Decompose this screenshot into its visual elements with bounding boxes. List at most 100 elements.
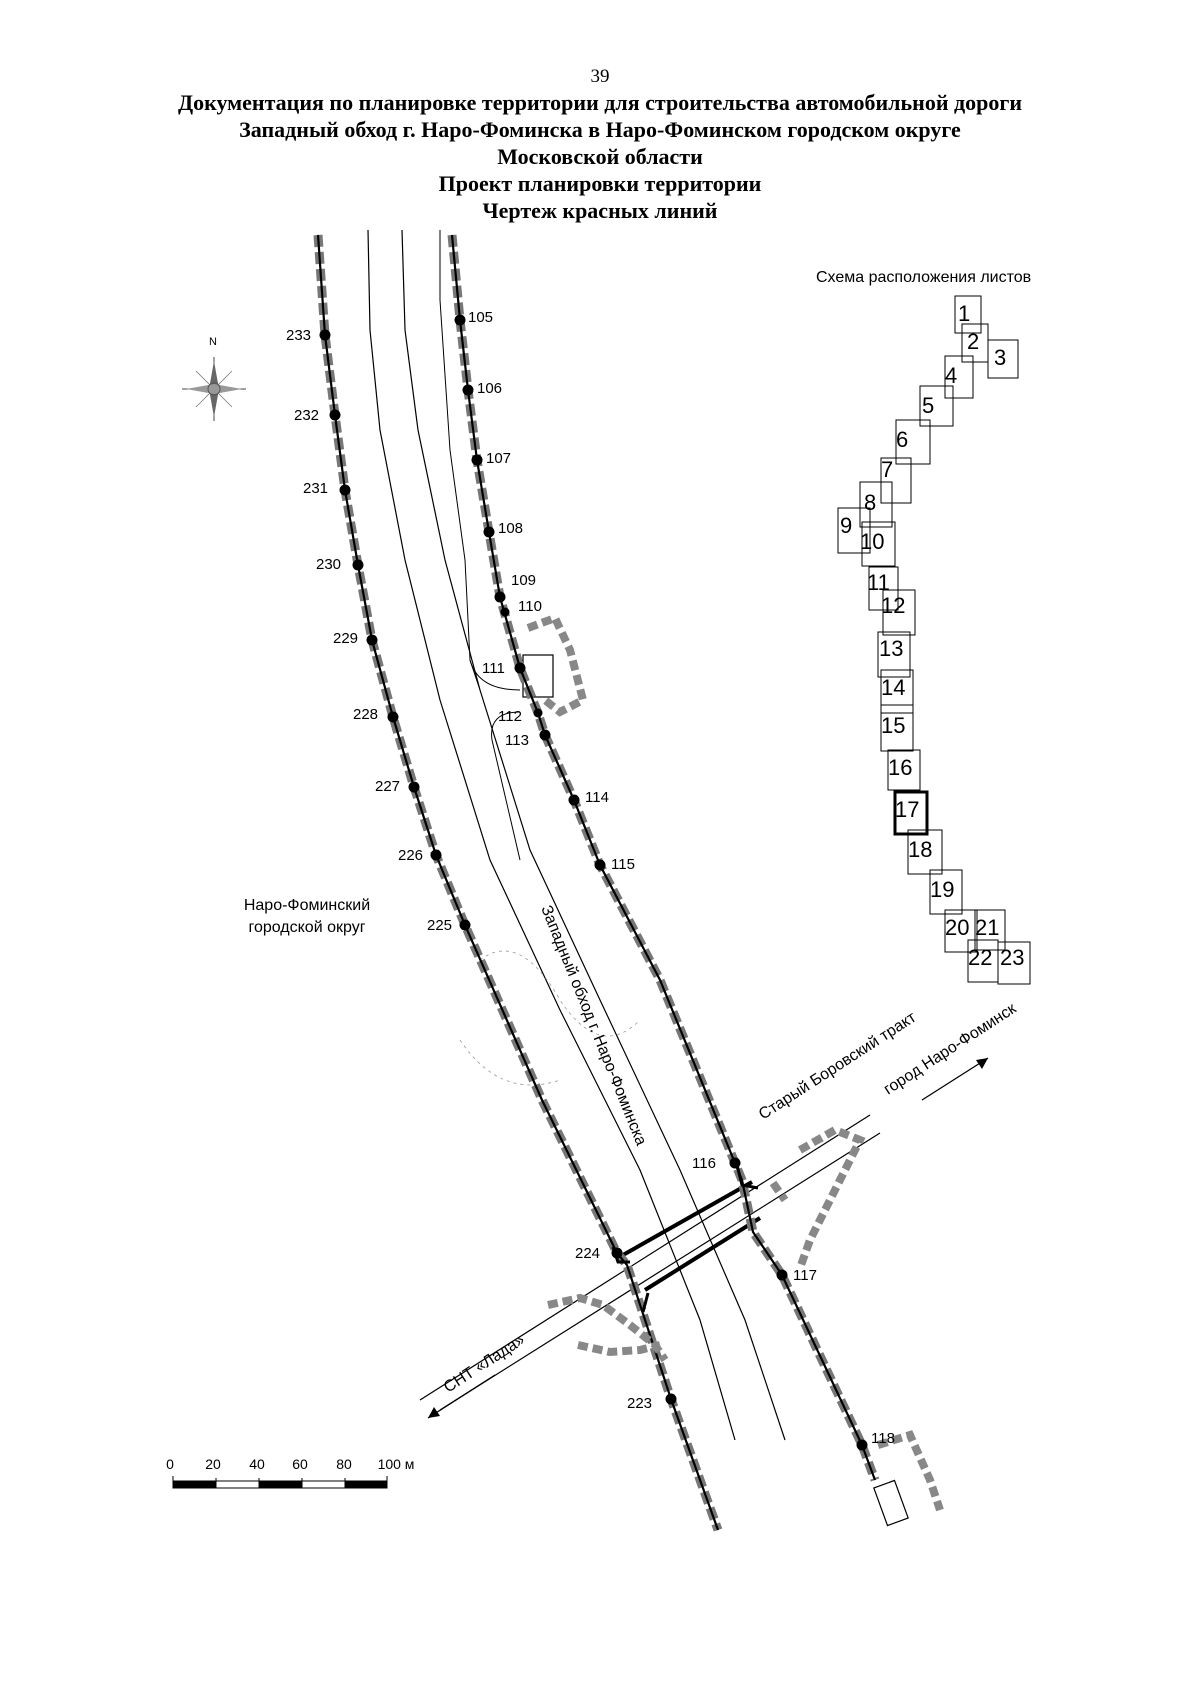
point-marker bbox=[339, 484, 351, 496]
point-label: 229 bbox=[333, 630, 358, 647]
page-number: 39 bbox=[590, 66, 610, 87]
point-marker bbox=[352, 559, 364, 571]
point-marker bbox=[856, 1439, 868, 1451]
sheet-frame bbox=[974, 909, 1006, 951]
title-line-1: Документация по планировке территории дл… bbox=[177, 90, 1023, 115]
point-label: 225 bbox=[427, 917, 452, 934]
sheet-number: 7 bbox=[881, 457, 893, 482]
point-marker bbox=[514, 662, 526, 674]
sheet-number: 10 bbox=[860, 529, 884, 554]
point-marker bbox=[387, 711, 399, 723]
point-marker bbox=[329, 409, 341, 421]
sheet-number: 1 bbox=[958, 301, 970, 326]
scale-tick-label: 80 bbox=[336, 1456, 352, 1472]
point-label: 223 bbox=[627, 1395, 652, 1412]
sheet-frame bbox=[880, 669, 914, 714]
point-label: 232 bbox=[294, 407, 319, 424]
sheet-frame bbox=[919, 385, 954, 427]
sheet-frame bbox=[954, 295, 982, 334]
point-marker bbox=[459, 919, 471, 931]
sheet-number: 21 bbox=[975, 915, 999, 940]
sheet-number: 9 bbox=[840, 513, 852, 538]
sheet-number: 12 bbox=[881, 593, 905, 618]
sheet-frame bbox=[907, 829, 943, 875]
sheet-number: 19 bbox=[930, 877, 954, 902]
sheet-number: 23 bbox=[1000, 945, 1024, 970]
point-marker bbox=[568, 794, 580, 806]
point-label: 233 bbox=[286, 327, 311, 344]
sheet-number-current: 17 bbox=[895, 797, 919, 822]
point-label: 109 bbox=[511, 572, 536, 589]
point-marker bbox=[665, 1393, 677, 1405]
point-marker bbox=[471, 454, 483, 466]
point-label: 118 bbox=[871, 1430, 895, 1447]
point-label: 110 bbox=[518, 598, 542, 615]
north-letter: N bbox=[209, 336, 217, 348]
sheet-number: 22 bbox=[968, 945, 992, 970]
point-marker bbox=[430, 849, 442, 861]
point-label: 113 bbox=[505, 732, 529, 749]
point-label: 227 bbox=[375, 778, 400, 795]
sheet-frame bbox=[880, 457, 912, 504]
point-marker bbox=[319, 329, 331, 341]
point-label: 231 bbox=[303, 480, 328, 497]
sheet-layout-inset: Схема расположения листов bbox=[816, 269, 1031, 985]
sheet-number: 15 bbox=[881, 713, 905, 738]
scale-tick-label: 100 м bbox=[378, 1456, 415, 1472]
sheet-frame bbox=[987, 339, 1019, 379]
sheet-frame bbox=[837, 507, 871, 554]
sheet-frame bbox=[887, 749, 921, 791]
point-marker bbox=[776, 1269, 788, 1281]
point-label: 224 bbox=[575, 1245, 600, 1262]
sheet-number: 13 bbox=[879, 636, 903, 661]
sheet-frame bbox=[861, 521, 896, 567]
title-line-3: Московской области bbox=[497, 144, 703, 169]
point-label: 230 bbox=[316, 556, 341, 573]
scale-tick-label: 40 bbox=[249, 1456, 265, 1472]
sheet-number: 5 bbox=[922, 393, 934, 418]
sheet-frame bbox=[859, 481, 893, 528]
red-line-right bbox=[447, 234, 880, 1482]
sheet-frame-current bbox=[893, 790, 929, 836]
point-marker bbox=[533, 708, 543, 718]
sheet-number: 18 bbox=[908, 837, 932, 862]
point-label: 228 bbox=[353, 706, 378, 723]
scale-bar: 0 20 40 60 80 100 м bbox=[166, 1456, 415, 1489]
old-road-label: Старый Боровский тракт bbox=[756, 1009, 920, 1124]
title-line-2: Западный обход г. Наро-Фоминска в Наро-Ф… bbox=[239, 117, 961, 142]
sheet-number: 2 bbox=[967, 329, 979, 354]
point-label: 111 bbox=[482, 660, 505, 677]
point-marker bbox=[408, 781, 420, 793]
sheet-number: 3 bbox=[994, 345, 1006, 370]
sheet-number: 16 bbox=[888, 755, 912, 780]
sheet-frame bbox=[880, 704, 914, 752]
point-marker bbox=[500, 607, 510, 617]
sheet-frame bbox=[895, 419, 931, 465]
point-label: 116 bbox=[692, 1155, 716, 1172]
inset-title: Схема расположения листов bbox=[816, 269, 1031, 286]
sheet-number: 20 bbox=[945, 915, 969, 940]
sheet-number: 11 bbox=[867, 570, 890, 595]
road-lines bbox=[367, 229, 909, 1527]
point-marker bbox=[454, 314, 466, 326]
point-label: 117 bbox=[793, 1267, 817, 1284]
right-of-way-hatching bbox=[526, 612, 944, 1512]
point-label: 114 bbox=[585, 789, 609, 806]
sheet-frame bbox=[997, 941, 1031, 985]
point-label: 106 bbox=[477, 380, 502, 397]
scale-tick-label: 20 bbox=[205, 1456, 221, 1472]
point-marker bbox=[366, 634, 378, 646]
points-right: 105 106 107 108 109 110 111 112 113 114 … bbox=[454, 309, 895, 1451]
district-label-line-1: Наро-Фоминский bbox=[244, 897, 370, 914]
sheet-frame bbox=[944, 355, 974, 399]
sheet-number: 8 bbox=[864, 490, 876, 515]
point-marker bbox=[611, 1247, 623, 1259]
point-marker bbox=[594, 859, 606, 871]
title-line-4: Проект планировки территории bbox=[438, 171, 762, 196]
point-marker bbox=[483, 526, 495, 538]
title-line-5: Чертеж красных линий bbox=[482, 198, 718, 223]
point-label: 115 bbox=[611, 856, 635, 873]
north-arrow-icon: N bbox=[182, 336, 246, 421]
sheet-frame bbox=[944, 909, 978, 953]
